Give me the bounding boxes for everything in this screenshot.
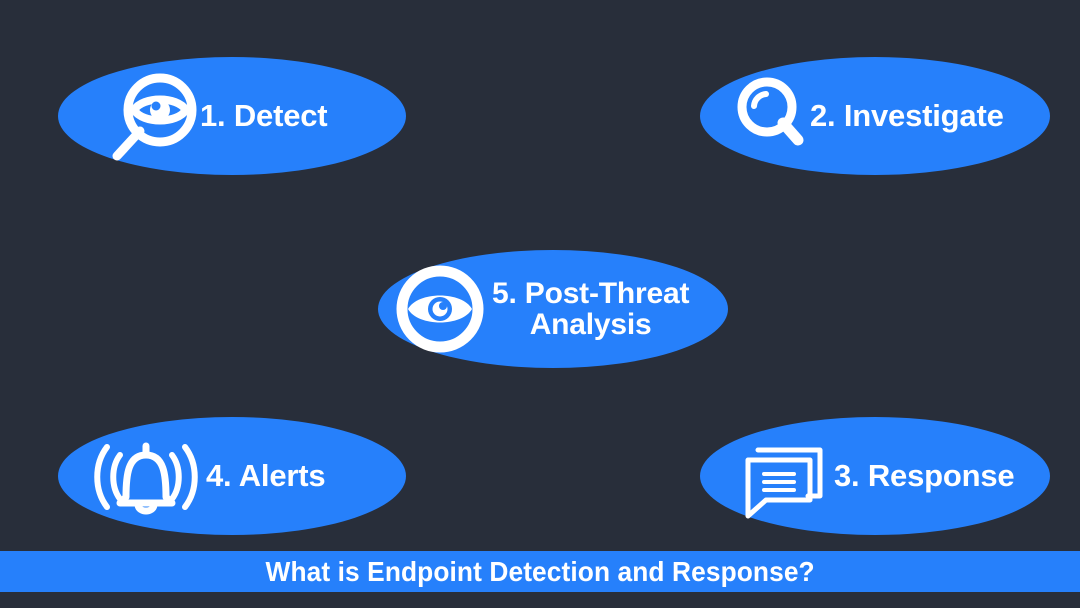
- node-response-content: 3. Response: [700, 417, 1050, 535]
- node-response[interactable]: 3. Response: [700, 417, 1050, 535]
- node-detect-label: 1. Detect: [200, 97, 328, 133]
- node-response-label: 3. Response: [834, 457, 1015, 493]
- magnifier-eye-icon: [110, 71, 197, 163]
- node-post-threat-analysis-content: 5. Post-Threat Analysis: [378, 250, 728, 368]
- node-investigate-label: 2. Investigate: [810, 97, 1004, 133]
- node-post-threat-analysis-label: 5. Post-Threat Analysis: [492, 276, 690, 341]
- node-investigate[interactable]: 2. Investigate: [700, 57, 1050, 175]
- node-investigate-ellipse: [700, 57, 1050, 175]
- node-response-ellipse: [700, 417, 1050, 535]
- banner-title: What is Endpoint Detection and Response?: [265, 555, 815, 587]
- bottom-banner: What is Endpoint Detection and Response?: [0, 551, 1080, 592]
- chat-bubbles-icon: [742, 434, 828, 520]
- node-post-threat-analysis[interactable]: 5. Post-Threat Analysis: [378, 250, 728, 368]
- node-investigate-content: 2. Investigate: [700, 57, 1050, 175]
- node-detect-content: 1. Detect: [58, 57, 406, 175]
- ringing-bell-icon: [90, 433, 202, 521]
- node-alerts-content: 4. Alerts: [58, 417, 406, 535]
- magnifier-icon: [736, 76, 806, 156]
- node-alerts-label: 4. Alerts: [206, 457, 326, 493]
- node-alerts[interactable]: 4. Alerts: [58, 417, 406, 535]
- node-detect[interactable]: 1. Detect: [58, 57, 406, 175]
- eye-target-icon: [394, 263, 486, 355]
